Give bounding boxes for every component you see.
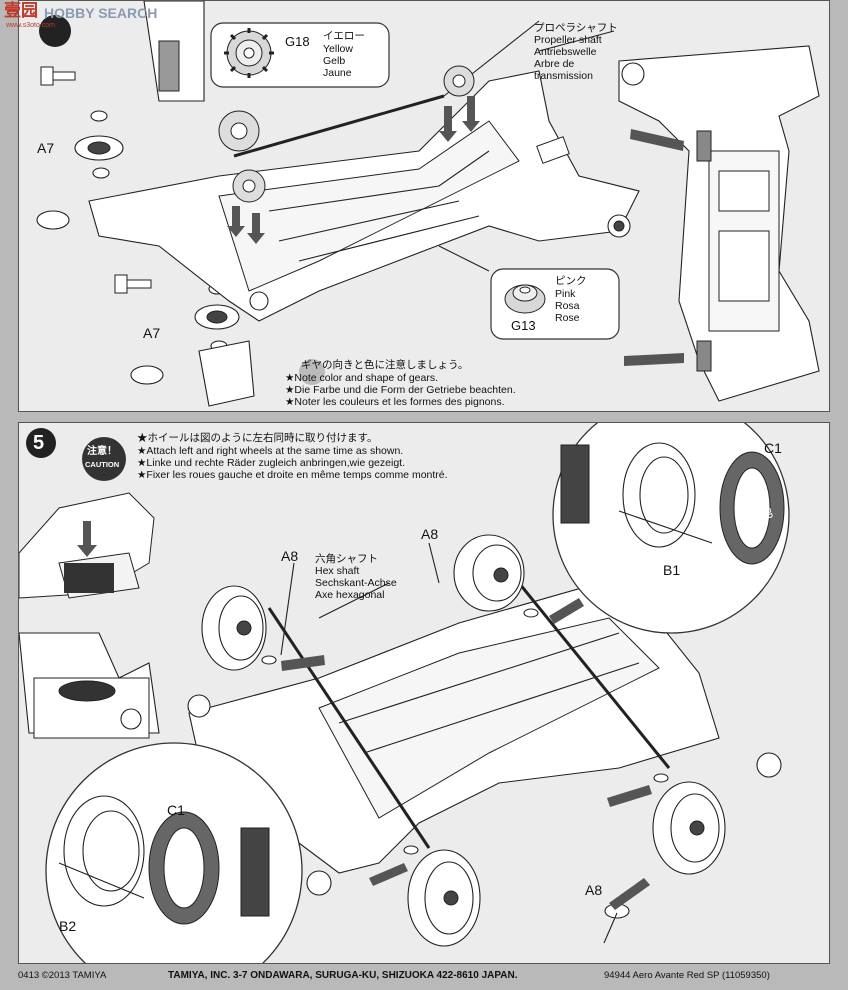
hex-shaft-jp: 六角シャフト	[315, 553, 378, 565]
footer-code: 0413 ©2013 TAMIYA	[18, 970, 107, 981]
hex-shaft-de: Sechskant-Achse	[315, 577, 397, 589]
step5-note-en: ★Attach left and right wheels at the sam…	[137, 445, 404, 457]
g18-color-jp: イエロー	[323, 30, 365, 42]
screw-part-top	[40, 66, 76, 86]
g18-code: G18	[285, 34, 310, 49]
propeller-label-fr2: transmission	[534, 70, 593, 82]
ball-bearing-a7-top	[74, 110, 124, 179]
hex-shaft-front	[267, 607, 431, 849]
g13-color-jp: ピンク	[555, 275, 587, 287]
footer-product: 94944 Aero Avante Red SP (11059350)	[604, 970, 770, 981]
step4-note-fr: ★Noter les couleurs et les formes des pi…	[285, 396, 505, 408]
g18-color-fr: Jaune	[323, 67, 352, 79]
watermark-en: HOBBY SEARCH	[44, 5, 158, 21]
wheel-front-right	[407, 849, 481, 947]
note-star-icon	[299, 359, 325, 385]
hex-shaft-rear	[517, 582, 671, 769]
gear-g18-installed	[218, 110, 266, 203]
g13-color-en: Pink	[555, 288, 576, 300]
g13-gear-icon	[504, 284, 546, 314]
step5-note-fr: ★Fixer les roues gauche et droite en mêm…	[137, 469, 448, 481]
propeller-label-fr1: Arbre de	[534, 58, 575, 70]
wheel-rear-right	[652, 781, 726, 875]
step5-illustration	[19, 423, 790, 963]
propeller-label-en: Propeller shaft	[534, 34, 602, 46]
main-chassis	[88, 70, 640, 322]
step4-note-de: ★Die Farbe und die Form der Getriebe bea…	[285, 384, 516, 396]
washer-bottom	[130, 365, 164, 385]
gear-arrows-right	[624, 129, 684, 366]
a7-label-bottom: A7	[143, 325, 161, 341]
g18-gear-icon	[224, 28, 274, 78]
footer-company: TAMIYA, INC. 3-7 ONDAWARA, SURUGA-KU, SH…	[168, 970, 518, 981]
gear-rear-installed	[443, 65, 475, 97]
step4-number-circle	[39, 15, 71, 47]
a8-label-left: A8	[281, 548, 299, 564]
hex-shaft-fr: Axe hexagonal	[315, 589, 385, 601]
c1-label-top: C1	[764, 440, 782, 456]
g18-color-en: Yellow	[323, 43, 353, 55]
a8-label-bottom-right: A8	[585, 882, 603, 898]
step4-note-en: ★Note color and shape of gears.	[285, 372, 439, 384]
step5-panel: 5 注意！ CAUTION ★ホイールは図のように左右同時に取り付けます。 ★A…	[18, 422, 830, 964]
c1-label-bottom: C1	[167, 802, 185, 818]
caution-badge	[82, 437, 126, 481]
step4-note-jp: ギヤの向きと色に注意しましょう。	[301, 359, 469, 371]
install-arrows	[227, 96, 480, 244]
screw-part-bottom	[114, 274, 152, 294]
watermark-cn: 壹园	[4, 1, 38, 20]
hex-shaft-en: Hex shaft	[315, 565, 360, 577]
tire-detail-circle-top	[552, 423, 790, 634]
step4-illustration	[36, 1, 820, 407]
a7-label-top: A7	[37, 140, 55, 156]
step5-number-circle	[26, 428, 56, 458]
tire-detail-circle-bottom	[45, 742, 303, 963]
bumper-bottom	[198, 340, 255, 407]
a8-bushings	[261, 608, 669, 919]
motor-gear-section	[158, 40, 180, 92]
step5-note-jp: ★ホイールは図のように左右同時に取り付けます。	[137, 432, 378, 444]
watermark-url: www.s3oto.com	[6, 22, 56, 29]
a8-label-upper-center: A8	[421, 526, 439, 542]
step5-note-de: ★Linke und rechte Räder zugleich anbring…	[137, 457, 405, 469]
g13-code: G13	[511, 318, 536, 333]
g13-color-fr: Rose	[555, 312, 580, 324]
caution-en: CAUTION	[85, 460, 120, 469]
b1-label: B1	[663, 562, 681, 578]
washer-top	[36, 210, 70, 230]
caution-jp: 注意！	[87, 446, 117, 457]
wheel-rear-left	[453, 534, 525, 612]
propeller-label-jp: プロペラシャフト	[534, 22, 618, 34]
chassis-top-view	[618, 45, 820, 402]
g18-color-de: Gelb	[323, 55, 346, 67]
propeller-label-de: Antriebswelle	[534, 46, 597, 58]
b2-label: B2	[59, 918, 77, 934]
step4-panel: G18 イエロー Yellow Gelb Jaune プロペラシャフト Prop…	[18, 0, 830, 412]
wheel-front-left	[201, 585, 267, 671]
propeller-shaft	[233, 94, 445, 158]
hand-arrow-icon	[77, 521, 97, 557]
step5-number: 5	[33, 432, 45, 454]
g13-color-es: Rosa	[555, 300, 580, 312]
wheel-arrows	[281, 598, 652, 910]
